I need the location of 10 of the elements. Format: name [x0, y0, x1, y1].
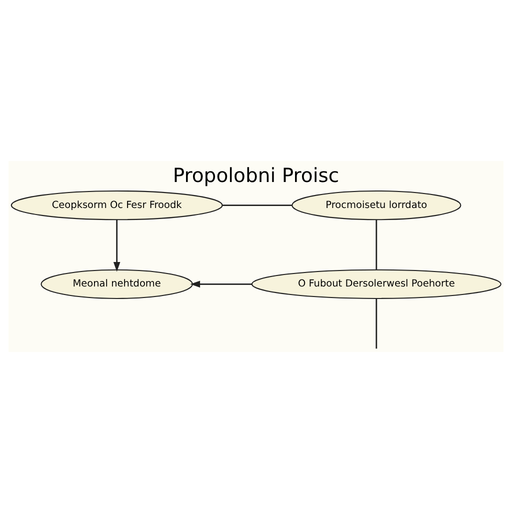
- arrow: [113, 219, 120, 272]
- diagram-title: Propolobni Proisc: [172, 164, 340, 187]
- connector: [222, 204, 292, 206]
- connector: [376, 219, 378, 270]
- node-ellipse: O Fubout Dersolerwesl Poehorte: [251, 268, 502, 298]
- connector: [376, 298, 378, 348]
- arrow: [190, 280, 252, 288]
- node-ellipse: Meonal nehtdome: [40, 268, 193, 298]
- node-ellipse: Ceopksorm Oc Fesr Froodk: [10, 190, 223, 220]
- node-ellipse: Procmoisetu lorrdato: [292, 190, 462, 220]
